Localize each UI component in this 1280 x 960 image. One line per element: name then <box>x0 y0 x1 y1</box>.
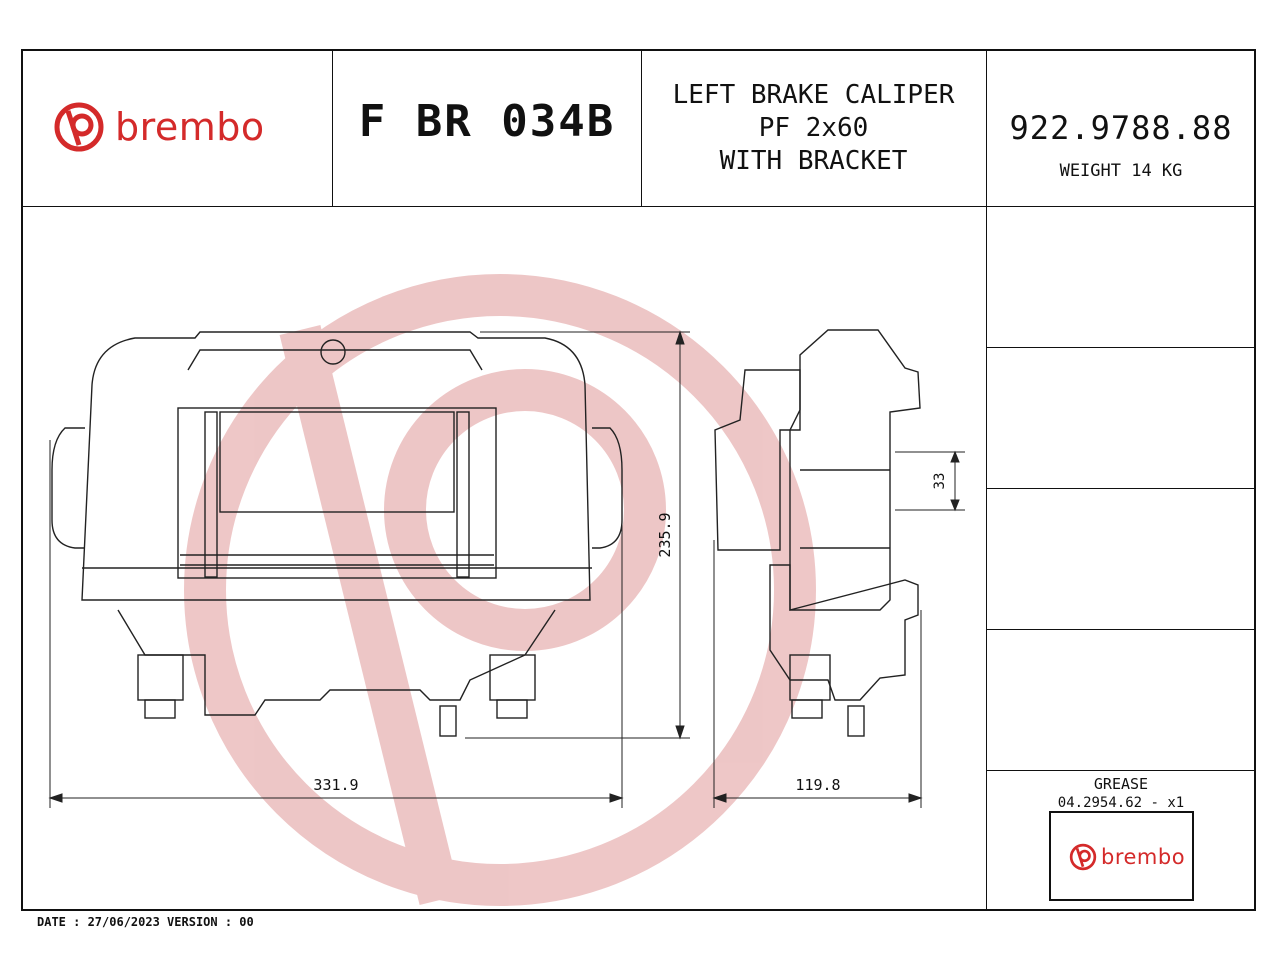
description-line-2: PF 2x60 <box>758 113 869 143</box>
front-top-bridge <box>187 349 483 371</box>
right-row-rule-3 <box>986 629 1254 630</box>
product-code: F BR 034B <box>358 96 616 147</box>
grease-logo: brembo <box>1069 843 1185 871</box>
right-row-rule-1 <box>986 347 1254 348</box>
weight-label: WEIGHT 14 KG <box>1059 161 1183 181</box>
side-bolt <box>791 699 823 719</box>
dimension-width-front <box>48 440 624 808</box>
grease-title: GREASE <box>1093 775 1149 793</box>
front-view <box>51 331 623 737</box>
description-line-1: LEFT BRAKE CALIPER <box>672 80 955 110</box>
side-view <box>714 329 921 737</box>
brembo-symbol-watermark <box>184 274 816 906</box>
dimension-offset <box>895 450 965 512</box>
header-divider-2 <box>641 51 642 206</box>
dim-label-width-front: 331.9 <box>313 776 358 794</box>
front-window <box>177 407 497 579</box>
front-pin-left <box>204 411 218 578</box>
part-number: 922.9788.88 <box>1009 109 1233 147</box>
dim-label-height: 235.9 <box>656 512 674 557</box>
side-piston-housing <box>714 369 801 551</box>
dim-label-offset: 33 <box>932 473 948 490</box>
front-bracket <box>117 609 556 716</box>
brand-logo: brembo <box>53 101 265 153</box>
front-pin-right <box>456 411 470 578</box>
front-mount-right <box>489 654 536 701</box>
right-row-rule-2 <box>986 488 1254 489</box>
front-bolt-right <box>496 699 528 719</box>
side-bleeder <box>847 705 865 737</box>
front-right-lug <box>592 427 623 549</box>
description-line-3: WITH BRACKET <box>719 146 908 176</box>
brembo-symbol-icon <box>54 102 104 152</box>
front-top-boss <box>320 339 346 365</box>
header-divider-1 <box>332 51 333 206</box>
drawing-sheet: brembo F BR 034B LEFT BRAKE CALIPER PF 2… <box>21 49 1256 911</box>
right-column-divider <box>986 51 987 909</box>
right-row-rule-4 <box>986 770 1254 771</box>
product-description: LEFT BRAKE CALIPER PF 2x60 WITH BRACKET <box>641 79 986 178</box>
grease-logo-box: brembo <box>1049 811 1194 901</box>
front-bleeder <box>439 705 457 737</box>
grease-logo-text: brembo <box>1101 845 1186 869</box>
dim-label-width-side: 119.8 <box>795 776 840 794</box>
dimension-height <box>465 330 690 740</box>
brand-name: brembo <box>115 105 265 149</box>
brembo-symbol-icon <box>1069 843 1097 871</box>
side-lower-bracket <box>769 564 919 701</box>
dimension-width-side <box>712 540 923 808</box>
grease-code: 04.2954.62 - x1 <box>1057 795 1185 811</box>
front-window-inner <box>219 411 455 513</box>
front-mount-left <box>137 654 184 701</box>
header-bottom-rule <box>23 206 1254 207</box>
footer-date-version: DATE : 27/06/2023 VERSION : 00 <box>37 915 254 929</box>
front-left-lug <box>51 427 85 549</box>
front-caliper-body <box>81 331 591 601</box>
front-bolt-left <box>144 699 176 719</box>
